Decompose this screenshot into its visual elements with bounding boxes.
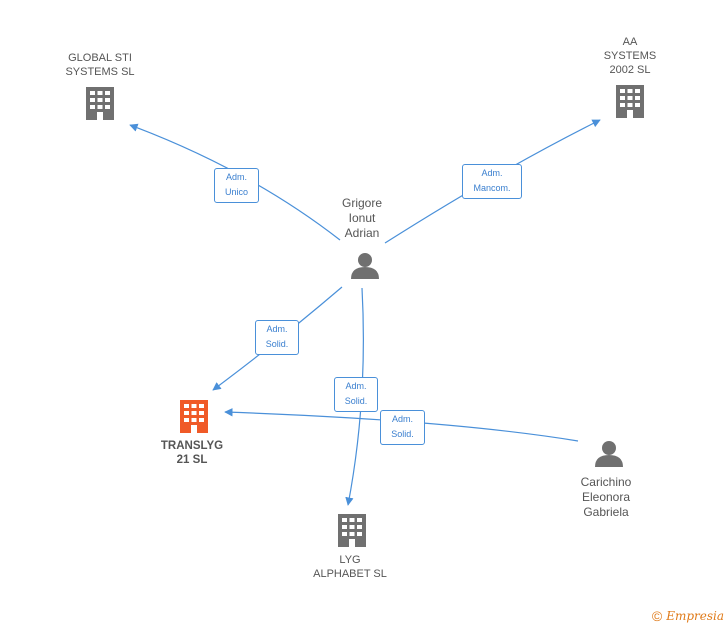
edge-label-line: Solid.: [265, 339, 289, 349]
edge-carichino-translyg: [224, 408, 579, 442]
label-line: ALPHABET SL: [313, 568, 387, 580]
edge-label-line: Unico: [224, 187, 248, 197]
person-icon: [351, 253, 379, 279]
node-label-translyg[interactable]: TRANSLYG 21 SL: [142, 439, 242, 467]
edge-label-adm-solid-lyg: Adm. Solid.: [334, 377, 378, 412]
building-focus-icon: [180, 400, 208, 433]
label-line: SYSTEMS: [603, 50, 657, 62]
edge-label-line: Solid.: [391, 429, 414, 439]
person-icon: [595, 441, 623, 467]
label-line: Grigore: [341, 196, 382, 210]
node-label-lyg[interactable]: LYG ALPHABET SL: [300, 553, 400, 581]
label-line: 21 SL: [176, 454, 208, 466]
building-icon: [338, 514, 366, 547]
edge-label-line: Adm.: [345, 381, 367, 391]
edge-label-adm-unico: Adm. Unico: [214, 168, 259, 203]
building-icon: [86, 87, 114, 120]
edge-label-adm-mancom: Adm. Mancom.: [462, 164, 522, 199]
node-label-global-sti[interactable]: GLOBAL STI SYSTEMS SL: [50, 51, 150, 79]
edge-label-line: Adm.: [391, 414, 413, 424]
edge-label-line: Mancom.: [473, 183, 511, 193]
label-line: Carichino: [580, 475, 632, 489]
copyright-icon: ©: [651, 608, 663, 624]
node-label-carichino[interactable]: Carichino Eleonora Gabriela: [566, 475, 646, 520]
label-line: GLOBAL STI: [68, 52, 132, 64]
label-line: Gabriela: [583, 505, 629, 519]
label-line: TRANSLYG: [160, 440, 224, 452]
label-line: Ionut: [348, 211, 376, 225]
node-label-grigore[interactable]: Grigore Ionut Adrian: [322, 196, 402, 241]
label-line: LYG: [339, 554, 361, 566]
brand-logo: Empresia: [666, 609, 724, 623]
edge-label-adm-solid-carichino: Adm. Solid.: [380, 410, 425, 445]
edge-label-line: Adm.: [225, 172, 247, 182]
building-icon: [616, 85, 644, 118]
node-label-aa-systems[interactable]: AA SYSTEMS 2002 SL: [590, 35, 670, 77]
edge-label-line: Adm.: [481, 168, 503, 178]
label-line: Eleonora: [581, 490, 631, 504]
edge-label-line: Solid.: [344, 396, 368, 406]
footer-brand[interactable]: © Empresia: [652, 608, 724, 624]
label-line: Adrian: [344, 226, 380, 240]
label-line: SYSTEMS SL: [65, 66, 135, 78]
edge-label-line: Adm.: [266, 324, 288, 334]
label-line: AA: [622, 36, 638, 48]
edge-label-adm-solid-translyg: Adm. Solid.: [255, 320, 299, 355]
label-line: 2002 SL: [609, 64, 651, 76]
